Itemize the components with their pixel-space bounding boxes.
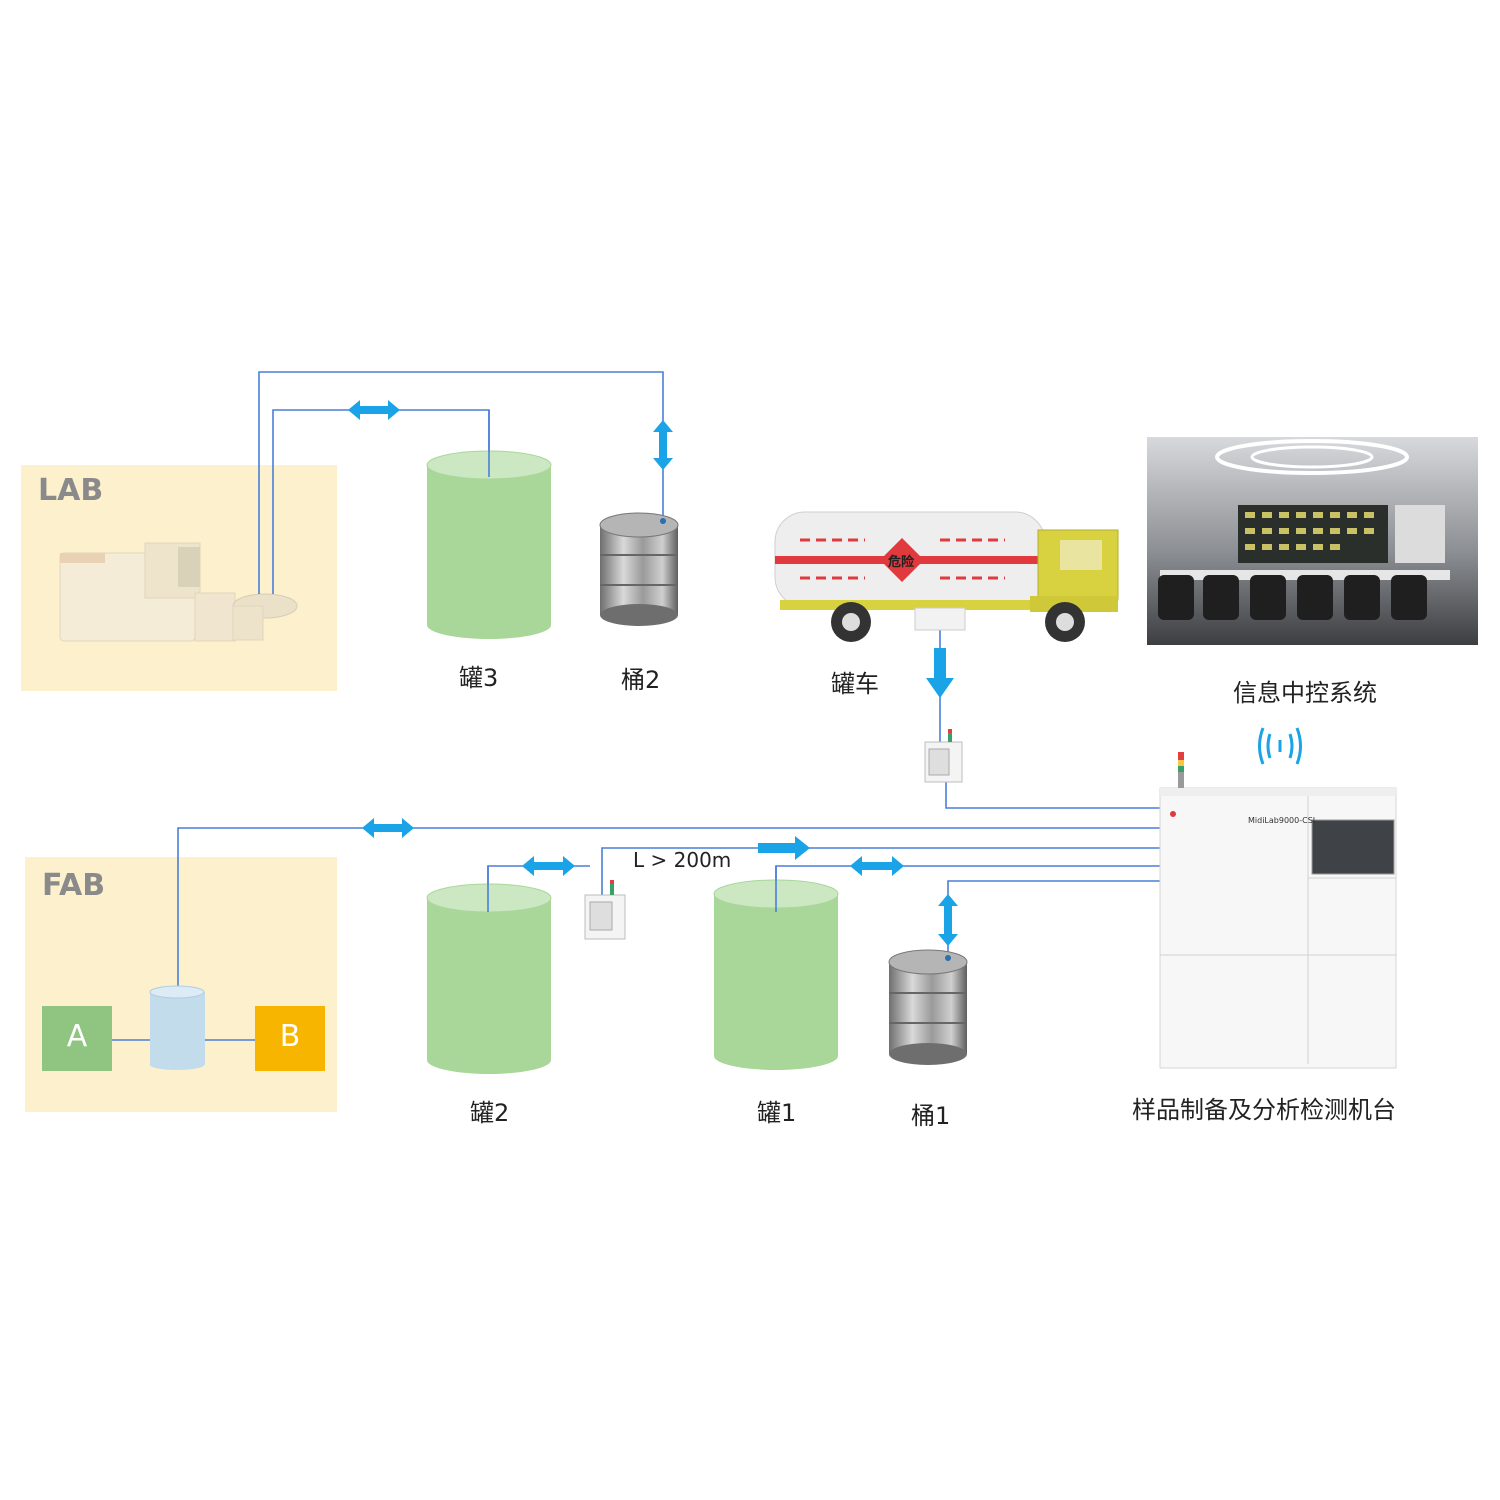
workstation-model-label: MidiLab9000-CSI (1248, 816, 1316, 825)
fab-vessel (149, 985, 205, 1070)
tank-2-label: 罐2 (470, 1099, 510, 1127)
workstation-label: 样品制备及分析检测机台 (1132, 1096, 1396, 1124)
workstation-cabinet (1159, 752, 1397, 1069)
right-arrow-icon (758, 836, 810, 860)
drum-1-label: 桶1 (911, 1102, 951, 1130)
tank-3 (426, 410, 552, 639)
fab-box-a-label: A (66, 1019, 88, 1054)
down-arrow-icon (926, 648, 954, 698)
drum-2 (599, 512, 679, 626)
hazard-sign (880, 538, 924, 582)
double-arrow-icon (522, 856, 575, 876)
fab-box-a (42, 1006, 112, 1071)
fab-box-b (255, 1006, 325, 1071)
auto-sampler-2 (584, 880, 626, 940)
fab-zone-label: FAB (42, 868, 106, 903)
flow-arrows (348, 400, 958, 946)
double-arrow-icon (653, 420, 673, 470)
tanker-truck (774, 511, 1119, 642)
lab-zone-label: LAB (38, 473, 104, 508)
double-arrow-icon (348, 400, 400, 420)
control-system-label: 信息中控系统 (1233, 679, 1377, 707)
tank-3-label: 罐3 (459, 664, 499, 692)
drum-1 (888, 949, 968, 1065)
fab-box-b-label: B (279, 1019, 301, 1054)
auto-sampler-1 (924, 729, 963, 783)
tank-2 (426, 866, 552, 1074)
double-arrow-icon (938, 894, 958, 946)
hazard-sign-label: 危险 (888, 555, 915, 570)
tanker-label: 罐车 (831, 670, 879, 698)
double-arrow-icon (362, 818, 414, 838)
tank-1-label: 罐1 (757, 1099, 797, 1127)
workstation-screen (1311, 819, 1395, 875)
lab-instrument (59, 542, 298, 642)
control-room-image (1147, 437, 1478, 645)
wireless-signal-icon (1258, 727, 1302, 765)
drum-2-label: 桶2 (621, 666, 661, 694)
tank-1 (713, 866, 839, 1070)
pipeline-length-label: L > 200m (633, 848, 732, 872)
double-arrow-icon (850, 856, 904, 876)
